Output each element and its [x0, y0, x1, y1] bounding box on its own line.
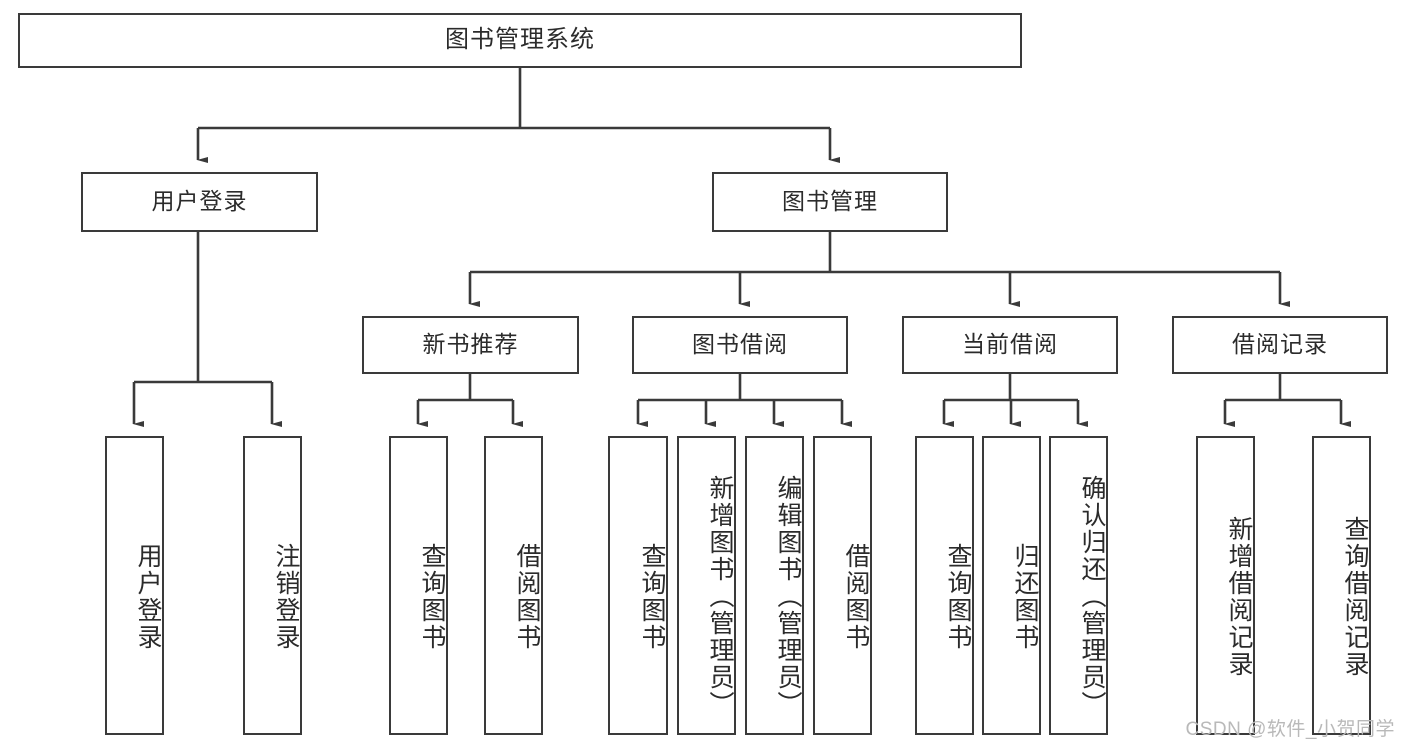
node-label: 用户登录: [151, 188, 248, 215]
node-label: 用户登录: [134, 542, 162, 651]
node-label: 新增图书（管理员）: [706, 475, 734, 718]
leaf-user-login-login[interactable]: 用户登录: [105, 436, 164, 735]
node-label: 查询借阅记录: [1341, 515, 1369, 678]
node-label: 确认归还（管理员）: [1078, 475, 1106, 718]
leaf-book-borrow-edit[interactable]: 编辑图书（管理员）: [745, 436, 804, 735]
node-label: 图书管理系统: [445, 26, 595, 54]
leaf-current-borrow-confirm-return[interactable]: 确认归还（管理员）: [1049, 436, 1108, 735]
node-label: 借阅记录: [1232, 331, 1328, 358]
leaf-user-login-logout[interactable]: 注销登录: [243, 436, 302, 735]
leaf-book-borrow-borrow[interactable]: 借阅图书: [813, 436, 872, 735]
node-label: 新增借阅记录: [1225, 515, 1253, 678]
leaf-new-book-borrow[interactable]: 借阅图书: [484, 436, 543, 735]
node-label: 借阅图书: [842, 542, 870, 651]
leaf-current-borrow-query[interactable]: 查询图书: [915, 436, 974, 735]
leaf-book-borrow-query[interactable]: 查询图书: [608, 436, 668, 735]
node-label: 新书推荐: [422, 331, 519, 358]
leaf-current-borrow-return[interactable]: 归还图书: [982, 436, 1041, 735]
node-label: 查询图书: [418, 542, 446, 651]
node-label: 图书管理: [782, 188, 878, 215]
node-label: 借阅图书: [513, 542, 541, 651]
node-label: 图书借阅: [692, 331, 788, 358]
node-label: 注销登录: [272, 542, 300, 651]
leaf-new-book-query[interactable]: 查询图书: [389, 436, 448, 735]
node-borrow-record[interactable]: 借阅记录: [1172, 316, 1388, 374]
node-new-book-recommend[interactable]: 新书推荐: [362, 316, 579, 374]
node-current-borrow[interactable]: 当前借阅: [902, 316, 1118, 374]
leaf-borrow-record-query[interactable]: 查询借阅记录: [1312, 436, 1371, 735]
node-label: 编辑图书（管理员）: [774, 475, 802, 718]
node-label: 查询图书: [944, 542, 972, 651]
node-label: 查询图书: [638, 542, 666, 651]
csdn-watermark: CSDN @软件_小贺同学: [1185, 719, 1395, 740]
node-book-management[interactable]: 图书管理: [712, 172, 948, 232]
node-user-login[interactable]: 用户登录: [81, 172, 318, 232]
leaf-borrow-record-add[interactable]: 新增借阅记录: [1196, 436, 1255, 735]
node-label: 归还图书: [1011, 542, 1039, 651]
leaf-book-borrow-add[interactable]: 新增图书（管理员）: [677, 436, 736, 735]
node-book-borrow[interactable]: 图书借阅: [632, 316, 848, 374]
node-root-system[interactable]: 图书管理系统: [18, 13, 1022, 68]
node-label: 当前借阅: [962, 331, 1058, 358]
